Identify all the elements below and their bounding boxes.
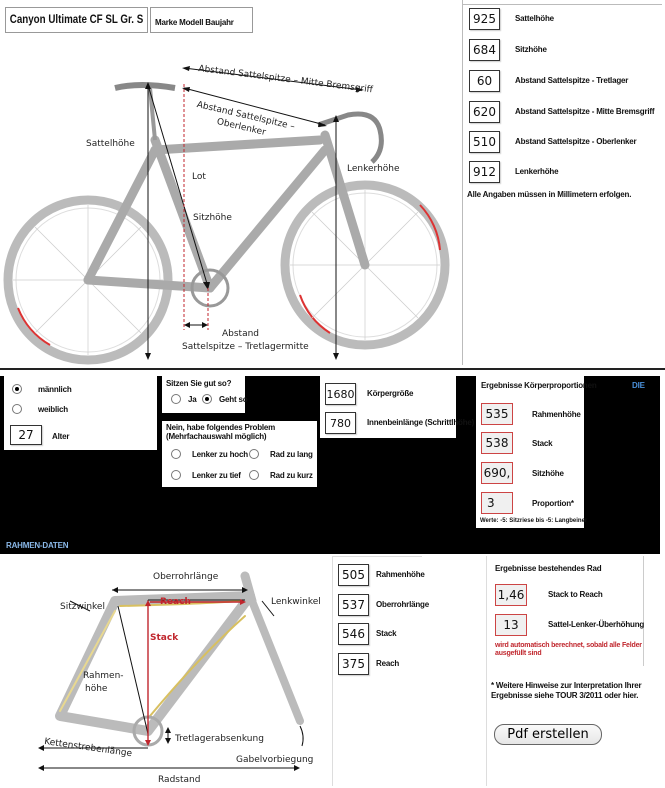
problem-rad-kurz-radio[interactable]: [249, 470, 259, 480]
frame-label-reach: Reach: [160, 597, 191, 607]
pdf-create-button[interactable]: Pdf erstellen: [494, 724, 602, 745]
fit-no-label: Geht so: [219, 395, 248, 404]
bike-subtitle-box: Marke Modell Baujahr: [150, 7, 253, 33]
bike-name: Canyon Ultimate CF SL Gr. S: [9, 14, 144, 26]
body-panel: 1680 Körpergröße 780 Innenbeinlänge (Sch…: [320, 376, 474, 438]
frame-label-sitzwinkel: Sitzwinkel: [60, 602, 105, 612]
fit-yes-label: Ja: [188, 395, 197, 404]
fit-yes-radio[interactable]: [171, 394, 181, 404]
problem-lenker-tief-radio[interactable]: [171, 470, 181, 480]
problems-title: Nein, habe folgendes Problem (Mehrfachau…: [166, 423, 276, 441]
frame-oberrohr-label: Oberrohrlänge: [376, 600, 429, 609]
frame-stack-label: Stack: [376, 629, 397, 638]
koerpergroesse-input[interactable]: 1680: [325, 383, 356, 405]
result-proportion-label: Proportion*: [532, 499, 574, 508]
frame-reach-input[interactable]: 375: [338, 653, 369, 675]
bike-name-box[interactable]: Canyon Ultimate CF SL Gr. S: [5, 7, 148, 33]
label-sitzhoehe: Sitzhöhe: [193, 213, 232, 223]
problems-panel: Nein, habe folgendes Problem (Mehrfachau…: [162, 421, 317, 487]
frame-label-oberrohrlaenge: Oberrohrlänge: [153, 572, 219, 582]
frame-label-lenkwinkel: Lenkwinkel: [271, 597, 321, 607]
frame-reach-label: Reach: [376, 659, 400, 668]
result-stack-to-reach: 1,46: [495, 584, 527, 606]
result-ueberhoehung: 13: [495, 614, 527, 636]
proportion-note: Werte: -5: Sitzriese bis -5: Langbeiner: [480, 518, 588, 524]
measurements-panel-top: [462, 4, 662, 5]
fit-question: Sitzen Sie gut so?: [166, 379, 232, 388]
frame-label-rahmenhoehe-1: Rahmen-: [83, 671, 124, 681]
problem-rad-lang-radio[interactable]: [249, 449, 259, 459]
frame-label-tretlagerabsenkung: Tretlagerabsenkung: [175, 734, 264, 744]
bremsgriff-label: Abstand Sattelspitze - Mitte Bremsgriff: [515, 107, 655, 116]
result-rahmenhoehe-label: Rahmenhöhe: [532, 410, 581, 419]
gender-female-radio[interactable]: [12, 404, 22, 414]
oberlenker-input[interactable]: 510: [469, 131, 500, 153]
gender-male-radio[interactable]: [12, 384, 22, 394]
frame-panel-border-right: [486, 556, 487, 786]
sitzhoehe-input[interactable]: 684: [469, 39, 500, 61]
label-lenkerhoehe: Lenkerhöhe: [347, 164, 400, 174]
frame-stack-input[interactable]: 546: [338, 623, 369, 645]
innenbeinlaenge-label: Innenbeinlänge (Schrittlhöhe): [367, 418, 475, 427]
fit-panel: Sitzen Sie gut so? Ja Geht so: [162, 376, 248, 413]
fit-no-radio[interactable]: [202, 394, 212, 404]
koerpergroesse-label: Körpergröße: [367, 389, 414, 398]
sattelhoehe-input[interactable]: 925: [469, 8, 500, 30]
problem-lenker-hoch-label: Lenker zu hoch: [192, 450, 248, 459]
result-sitzhoehe: 690,: [481, 462, 513, 484]
problem-rad-kurz-label: Rad zu kurz: [270, 471, 313, 480]
result-stack-label: Stack: [532, 439, 553, 448]
gender-male-label: männlich: [38, 385, 72, 394]
label-lot: Lot: [192, 172, 206, 182]
result-sitzhoehe-label: Sitzhöhe: [532, 469, 564, 478]
bike-diagram: [3, 66, 450, 365]
gender-female-label: weiblich: [38, 405, 68, 414]
frame-label-rahmenhoehe-2: höhe: [85, 684, 108, 694]
measurements-note: Alle Angaben müssen in Millimetern erfol…: [467, 190, 632, 199]
tretlager-input[interactable]: 60: [469, 70, 500, 92]
frame-panel-border-top: [332, 556, 422, 557]
bike-results-title: Ergebnisse bestehendes Rad: [495, 564, 602, 573]
interpretation-hint[interactable]: * Weitere Hinweise zur Interpretation Ih…: [491, 681, 642, 700]
frame-rahmenhoehe-label: Rahmenhöhe: [376, 570, 425, 579]
frame-oberrohr-input[interactable]: 537: [338, 594, 369, 616]
result-proportion: 3: [481, 492, 513, 514]
label-sattelhoehe: Sattelhöhe: [86, 139, 135, 149]
section-divider: [0, 368, 665, 370]
innenbeinlaenge-input[interactable]: 780: [325, 412, 356, 434]
measurements-panel: [462, 0, 463, 365]
tretlager-label: Abstand Sattelspitze - Tretlager: [515, 76, 629, 85]
label-tretlager-2: Sattelspitze – Tretlagermitte: [182, 342, 309, 352]
die-label: DIE: [632, 381, 645, 390]
bike-results-panel: Ergebnisse bestehendes Rad 1,46 Stack to…: [489, 556, 644, 666]
problem-rad-lang-label: Rad zu lang: [270, 450, 313, 459]
problem-lenker-hoch-radio[interactable]: [171, 449, 181, 459]
proportion-results-title: Ergebnisse Körperproportionen: [481, 381, 597, 390]
frame-label-radstand: Radstand: [158, 775, 201, 785]
result-ueberhoehung-label: Sattel-Lenker-Überhöhung: [548, 620, 645, 629]
auto-note: wird automatisch berechnet, sobald alle …: [495, 642, 642, 657]
frame-label-stack: Stack: [150, 633, 179, 643]
sattelhoehe-label: Sattelhöhe: [515, 14, 554, 23]
result-stack-to-reach-label: Stack to Reach: [548, 590, 603, 599]
age-input[interactable]: 27: [10, 425, 42, 445]
sitzhoehe-label: Sitzhöhe: [515, 45, 547, 54]
bike-subtitle: Marke Modell Baujahr: [155, 18, 234, 27]
gender-panel: männlich weiblich 27 Alter: [4, 376, 157, 450]
result-rahmenhoehe: 535: [481, 403, 513, 425]
label-tretlager-1: Abstand: [222, 329, 260, 339]
age-label: Alter: [52, 432, 70, 441]
proportion-results-panel: Ergebnisse Körperproportionen 535 Rahmen…: [476, 376, 597, 528]
section-label: RAHMEN-DATEN: [6, 541, 69, 550]
frame-label-gabelvorbiegung: Gabelvorbiegung: [236, 755, 314, 765]
frame-diagram: [38, 571, 304, 771]
problem-lenker-tief-label: Lenker zu tief: [192, 471, 241, 480]
frame-rahmenhoehe-input[interactable]: 505: [338, 564, 369, 586]
bremsgriff-input[interactable]: 620: [469, 101, 500, 123]
frame-panel-border: [332, 556, 333, 786]
oberlenker-label: Abstand Sattelspitze - Oberlenker: [515, 137, 637, 146]
lenkerhoehe-label: Lenkerhöhe: [515, 167, 559, 176]
lenkerhoehe-input[interactable]: 912: [469, 161, 500, 183]
result-stack: 538: [481, 432, 513, 454]
